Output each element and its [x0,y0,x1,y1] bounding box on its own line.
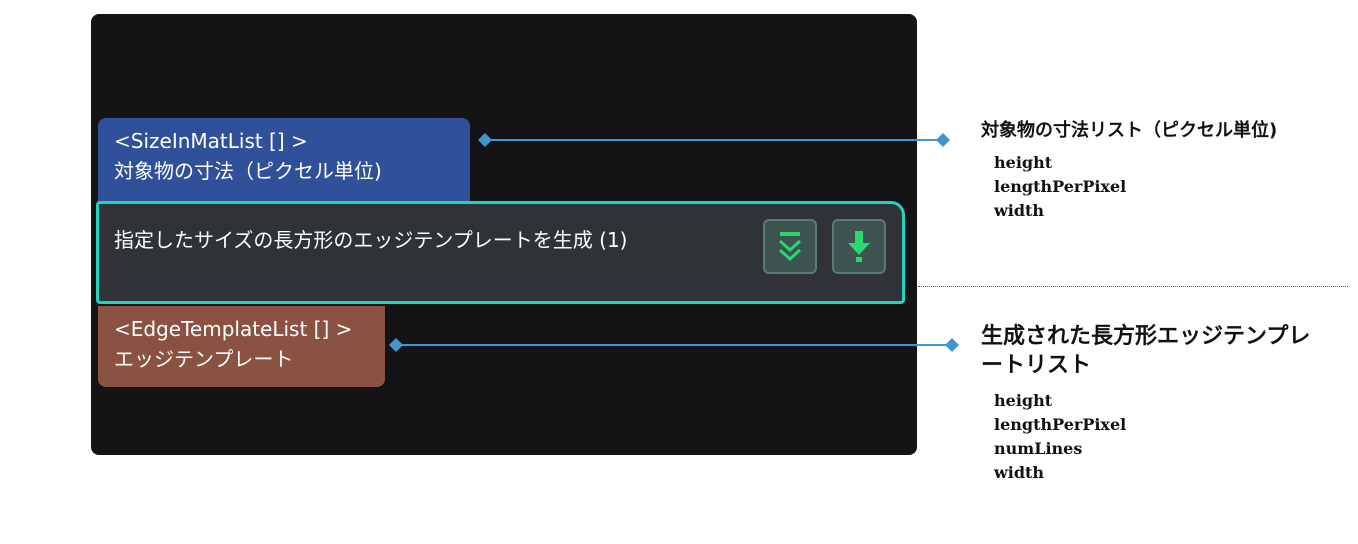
chevron-double-down-icon [778,232,802,262]
output-button[interactable] [832,219,886,274]
output-field-list: height lengthPerPixel numLines width [994,389,1126,485]
input-port-name: 対象物の寸法（ピクセル単位) [114,159,382,183]
section-divider [918,286,1348,287]
output-field: height [994,391,1053,410]
input-port-type: <SizeInMatList [] > [114,129,308,153]
download-arrow-icon [848,231,870,262]
input-port[interactable]: <SizeInMatList [] > 対象物の寸法（ピクセル単位) [98,118,470,202]
output-field: lengthPerPixel [994,415,1127,434]
input-field: lengthPerPixel [994,177,1127,196]
step-node[interactable]: 指定したサイズの長方形のエッジテンプレートを生成 (1) [96,201,905,304]
output-port-type: <EdgeTemplateList [] > [114,317,353,341]
input-callout-connector [478,133,950,147]
output-callout-connector [389,338,959,352]
step-title: 指定したサイズの長方形のエッジテンプレートを生成 (1) [114,228,628,252]
output-field: numLines [994,439,1083,458]
output-port[interactable]: <EdgeTemplateList [] > エッジテンプレート [98,306,385,387]
input-description-title: 対象物の寸法リスト（ピクセル単位) [981,120,1278,141]
expand-button[interactable] [763,219,817,274]
output-port-name: エッジテンプレート [114,347,294,371]
input-field: height [994,153,1053,172]
output-description-title: 生成された長方形エッジテンプレートリスト [981,324,1311,378]
input-field-list: height lengthPerPixel width [994,151,1126,223]
output-field: width [994,463,1045,482]
input-field: width [994,201,1045,220]
